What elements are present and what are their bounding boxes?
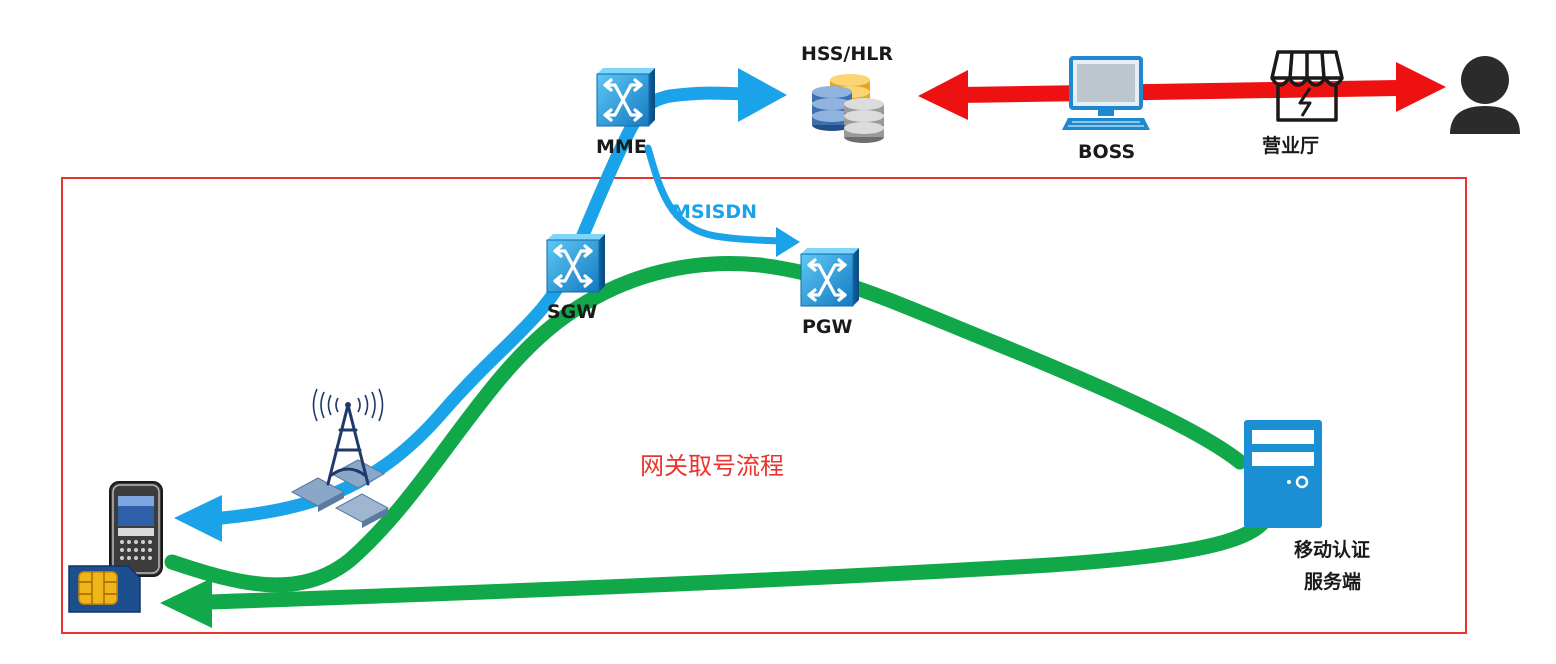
server-label-line2: 服务端	[1304, 570, 1361, 593]
msisdn-arrow	[644, 144, 800, 257]
flow-frame	[61, 177, 1467, 634]
sim-card-icon	[68, 565, 141, 613]
user-flow-arrow	[918, 62, 1446, 120]
hss-label: HSS/HLR	[801, 43, 893, 65]
boss-label: BOSS	[1078, 141, 1135, 163]
pgw-label: PGW	[802, 316, 853, 338]
sgw-label: SGW	[547, 301, 597, 323]
storefront-icon	[1270, 50, 1344, 122]
desktop-computer-icon	[1062, 56, 1150, 130]
pgw-switch-icon	[799, 246, 861, 308]
server-label-line1: 移动认证	[1294, 538, 1370, 561]
database-stack-icon	[812, 74, 884, 143]
mme-label: MME	[596, 136, 647, 158]
data-flow-arrow	[160, 255, 1273, 628]
msisdn-label: MSISDN	[672, 201, 757, 223]
person-icon	[1450, 56, 1520, 134]
frame-title: 网关取号流程	[640, 452, 784, 480]
store-label: 营业厅	[1262, 134, 1319, 157]
sgw-switch-icon	[545, 232, 607, 294]
mme-switch-icon	[595, 66, 657, 128]
base-station-icon	[290, 388, 390, 528]
server-tower-icon	[1244, 420, 1322, 528]
mobile-phone-icon	[109, 481, 163, 577]
